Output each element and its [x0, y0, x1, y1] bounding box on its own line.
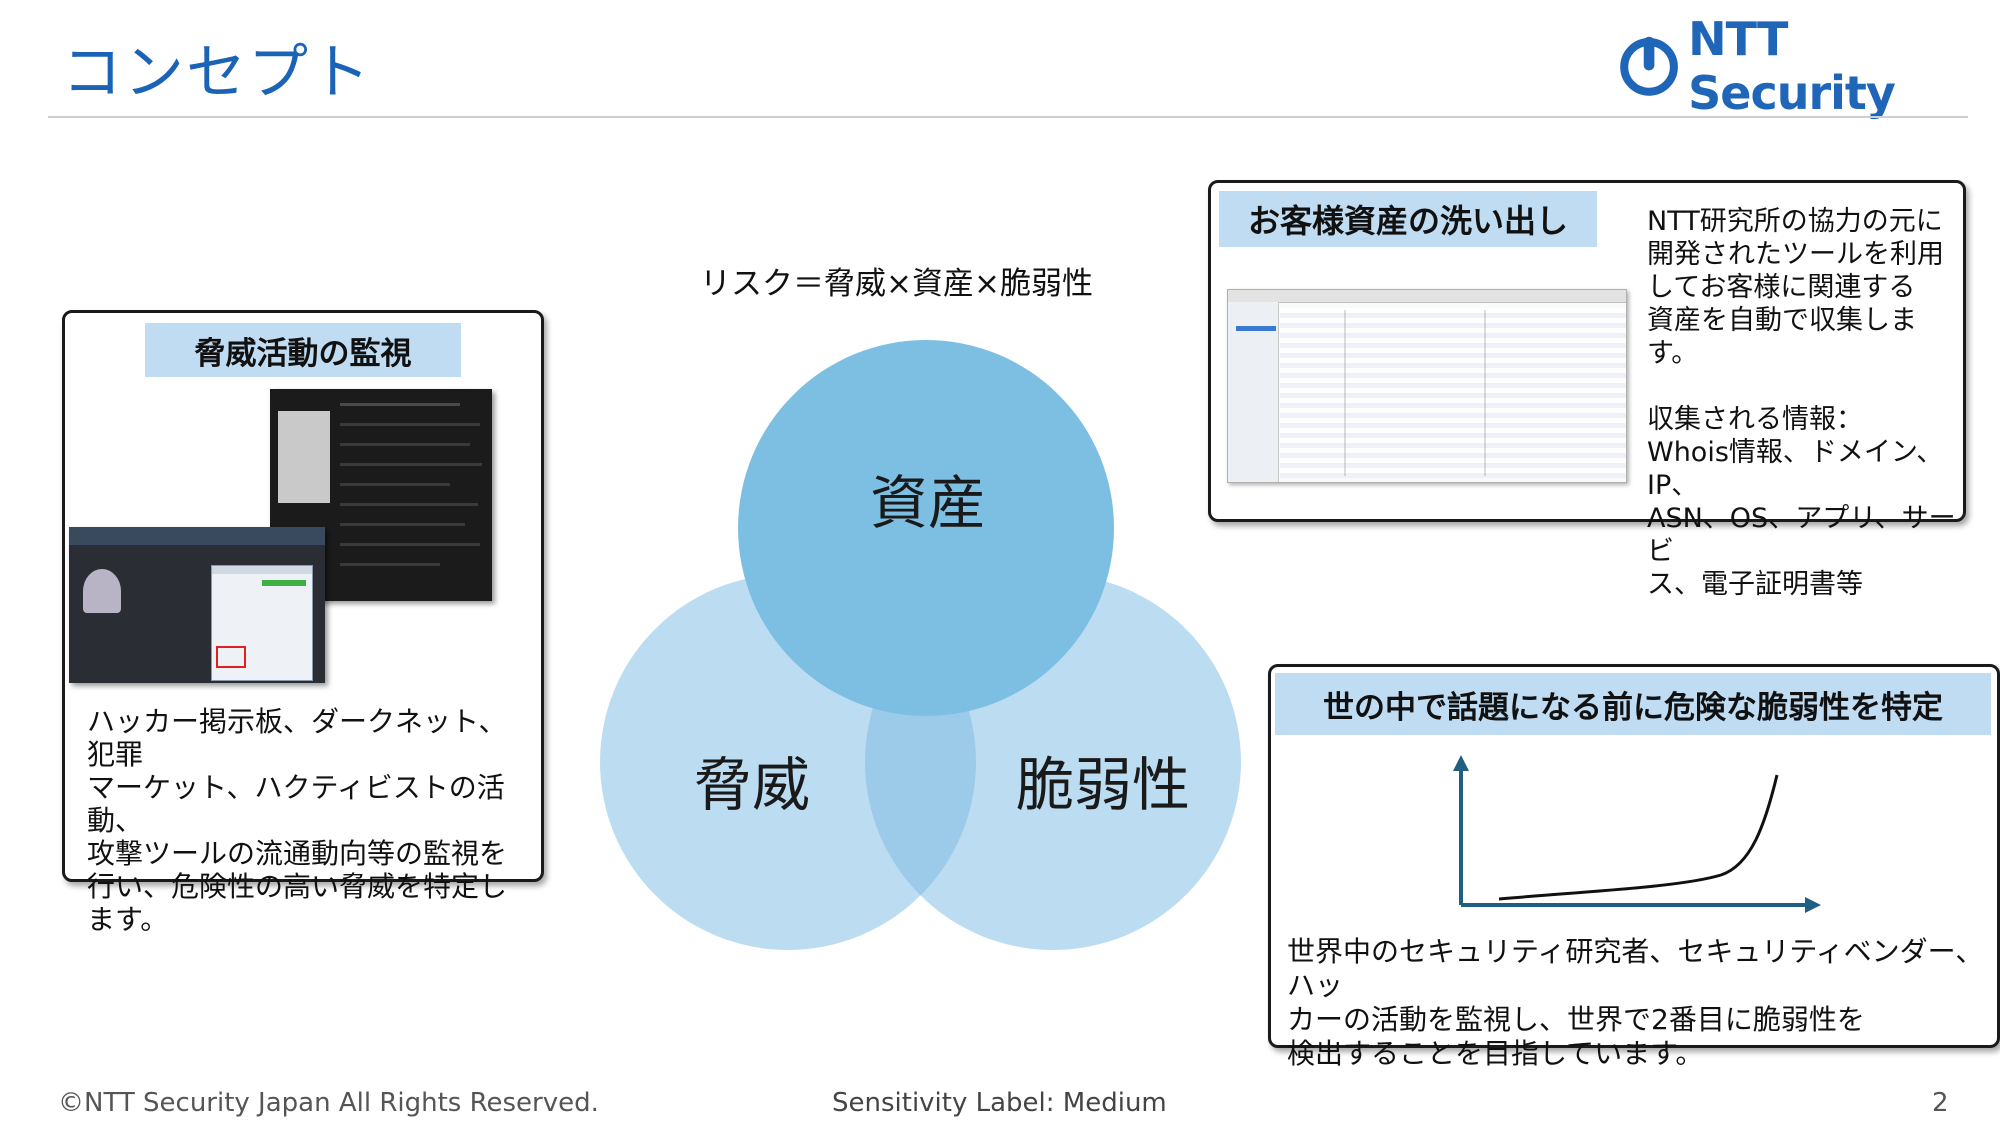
logo-text: NTT Security — [1688, 12, 1896, 120]
page-title: コンセプト — [62, 38, 372, 108]
asset-discovery-box: お客様資産の洗い出し NTT研究所の協力の元に 開発されたツールを利用 してお客… — [1208, 180, 1966, 600]
tool-screenshot — [1227, 289, 1627, 483]
venn-asset-circle — [738, 340, 1114, 716]
threat-monitoring-box: 脅威活動の監視 ハッカー掲示板、ダークネット、犯罪 マーケット、ハクティビストの… — [62, 310, 544, 936]
vulnerability-box-text: 世界中のセキュリティ研究者、セキュリティベンダー、ハッ カーの活動を監視し、世界… — [1287, 935, 1984, 1070]
vulnerability-box-header: 世の中で話題になる前に危険な脆弱性を特定 — [1275, 673, 1991, 735]
page-number: 2 — [1932, 1088, 1949, 1118]
asset-box-header: お客様資産の洗い出し — [1219, 191, 1597, 247]
venn-label-threat: 脅威 — [694, 751, 811, 819]
popup-dialog — [211, 565, 313, 681]
person-silhouette-image — [278, 411, 330, 503]
copyright-text: ©NTT Security Japan All Rights Reserved. — [58, 1088, 599, 1118]
forum-screenshot-front — [69, 527, 325, 683]
trend-graph-icon — [1453, 755, 1821, 913]
threat-box-header: 脅威活動の監視 — [145, 323, 461, 377]
venn-label-asset: 資産 — [870, 469, 987, 537]
avatar-image — [83, 569, 121, 613]
venn-label-vulnerability: 脆弱性 — [1016, 751, 1191, 819]
title-divider — [48, 116, 1968, 118]
darkweb-screenshot-back — [270, 389, 492, 601]
vulnerability-box: 世の中で話題になる前に危険な脆弱性を特定 世界中のセキュリティ研究者、セキュリテ… — [1268, 664, 2000, 1070]
sensitivity-label: Sensitivity Label: Medium — [832, 1088, 1167, 1118]
threat-box-text: ハッカー掲示板、ダークネット、犯罪 マーケット、ハクティビストの活動、 攻撃ツー… — [87, 705, 508, 936]
asset-box-text: NTT研究所の協力の元に 開発されたツールを利用 してお客様に関連する 資産を自… — [1647, 206, 1956, 600]
venn-diagram — [600, 340, 1241, 950]
risk-formula: リスク＝脅威×資産×脆弱性 — [700, 266, 1093, 302]
ntt-logo-icon — [1620, 36, 1678, 96]
ntt-security-logo: NTT Security — [1618, 12, 1973, 120]
